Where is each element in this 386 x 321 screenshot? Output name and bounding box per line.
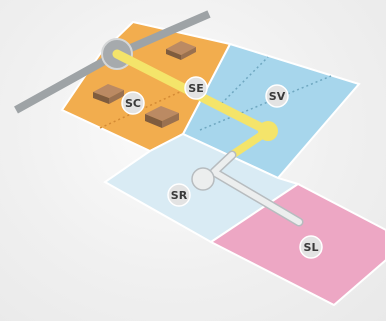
yellow-spur [228, 127, 272, 159]
zone-badge-sv: SV [265, 84, 289, 108]
zone-sl-area [209, 182, 386, 307]
parcel-divider [99, 81, 203, 129]
zone-badge-se: SE [184, 76, 208, 100]
connector-path-inner [211, 152, 302, 225]
building-icon [93, 84, 124, 104]
building-icon [166, 41, 196, 60]
building-icon [145, 106, 179, 128]
zone-label-sv: SV [269, 90, 286, 103]
connector-node [191, 167, 215, 191]
zone-label-se: SE [188, 82, 203, 95]
zone-label-sr: SR [171, 189, 188, 202]
parcel-divider [217, 56, 269, 108]
zone-label-sc: SC [125, 97, 141, 110]
zone-badge-sl: SL [299, 235, 323, 259]
zone-badge-sc: SC [121, 91, 145, 115]
zone-label-sl: SL [304, 241, 319, 254]
zone-badge-sr: SR [167, 183, 191, 207]
parcel-divider [199, 75, 332, 131]
